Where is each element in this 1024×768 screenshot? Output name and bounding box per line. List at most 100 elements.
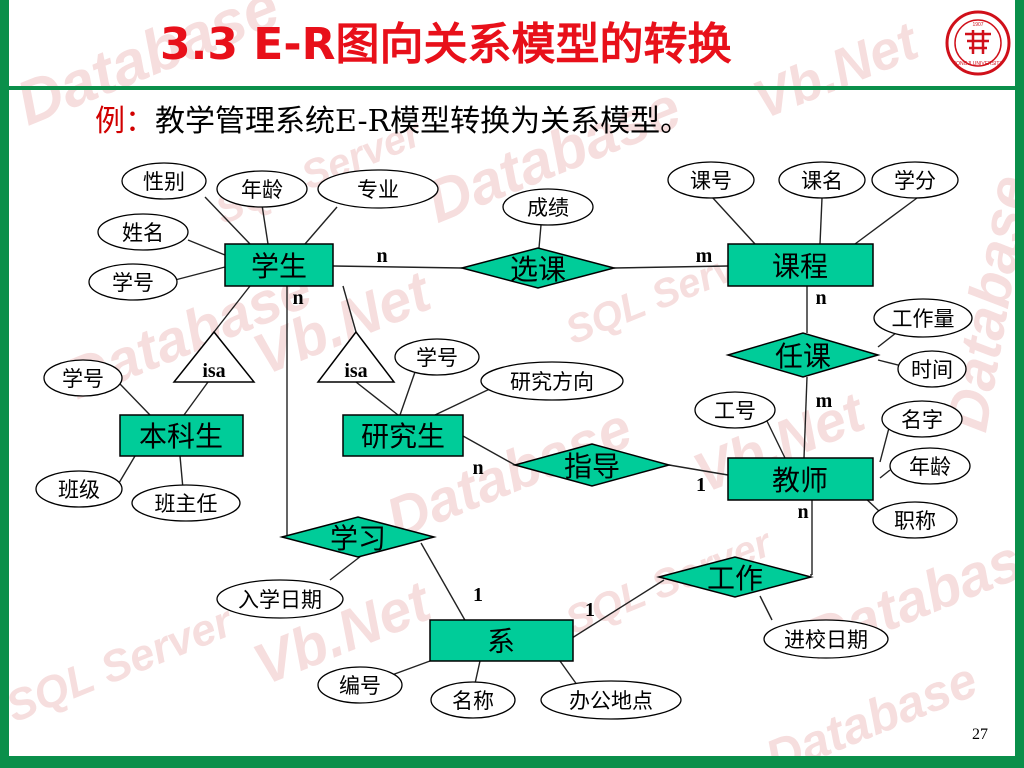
attribute-teacher-title: 职称: [872, 501, 958, 539]
attribute-course-name: 课名: [778, 161, 866, 199]
attribute-label: 姓名: [122, 221, 164, 245]
relationship-study: 学习: [279, 516, 437, 558]
attribute-label: 年龄: [241, 178, 283, 202]
entity-undergrad: 本科生: [119, 414, 244, 457]
cardinality-label: n: [815, 287, 826, 309]
attribute-label: 办公地点: [569, 689, 653, 713]
attribute-label: 工号: [714, 399, 756, 423]
cardinality-label: 1: [696, 474, 706, 496]
attribute-label: 进校日期: [784, 628, 868, 652]
university-seal-logo: TONGJI UNIVERSITY 1907: [945, 10, 1011, 76]
page-number: 27: [972, 726, 988, 743]
example-lead: 例：: [95, 104, 155, 139]
entity-label: 教师: [772, 464, 828, 497]
attribute-label: 成绩: [527, 196, 569, 220]
attribute-teacher-age: 年龄: [889, 447, 971, 485]
attribute-label: 入学日期: [238, 588, 322, 612]
attribute-office: 办公地点: [540, 680, 682, 720]
attribute-head-teacher: 班主任: [131, 484, 241, 522]
example-caption: 例：教学管理系统E-R模型转换为关系模型。: [95, 96, 690, 140]
relationship-teach-course: 任课: [725, 332, 881, 378]
relationship-label: 任课: [775, 340, 831, 373]
isa-label: isa: [202, 360, 225, 382]
attribute-label: 编号: [339, 674, 381, 698]
attribute-label: 班主任: [155, 492, 218, 516]
frame-left-bar: [0, 0, 9, 768]
entity-teacher: 教师: [727, 457, 874, 501]
attribute-label: 名称: [452, 689, 494, 713]
attribute-label: 课名: [801, 169, 843, 193]
cardinality-label: 1: [473, 584, 483, 606]
isa-triangle-undergrad: isa: [172, 330, 256, 383]
entity-postgrad: 研究生: [342, 414, 464, 457]
attribute-label: 名字: [901, 408, 943, 432]
seal-year: 1907: [972, 22, 983, 28]
cardinality-label: m: [696, 245, 713, 267]
entity-label: 课程: [772, 250, 828, 283]
attribute-grade: 成绩: [502, 188, 594, 226]
attribute-workload: 工作量: [873, 298, 973, 338]
attribute-label: 研究方向: [510, 370, 594, 394]
connector-lines: [115, 196, 918, 690]
attribute-label: 学分: [894, 169, 936, 193]
attribute-teacher-name: 名字: [881, 400, 963, 438]
cardinality-label: n: [797, 501, 808, 523]
attribute-label: 学号: [416, 346, 458, 370]
attribute-label: 时间: [911, 358, 953, 382]
relationship-advise: 指导: [512, 443, 672, 487]
attribute-teacher-id: 工号: [694, 391, 776, 429]
cardinality-label: n: [376, 245, 387, 267]
relationship-label: 指导: [564, 450, 620, 483]
attribute-dept-id: 编号: [317, 666, 403, 704]
cardinality-label: n: [472, 457, 483, 479]
isa-triangle-postgrad: isa: [316, 330, 396, 383]
page-title: 3.3 E-R图向关系模型的转换: [160, 19, 732, 70]
seal-ring-text: TONGJI UNIVERSITY: [953, 61, 1003, 67]
attribute-course-credit: 学分: [871, 161, 959, 199]
attribute-course-id: 课号: [667, 161, 755, 199]
isa-label: isa: [344, 360, 367, 382]
entity-label: 系: [487, 625, 515, 658]
entity-label: 研究生: [361, 420, 445, 453]
entity-label: 学生: [251, 250, 307, 283]
attribute-label: 学号: [62, 367, 104, 391]
cardinality-label: n: [292, 287, 303, 309]
frame-bottom-bar: [0, 756, 1024, 768]
relationship-work: 工作: [656, 556, 814, 598]
entity-dept: 系: [429, 619, 574, 662]
attribute-student-age: 年龄: [216, 170, 308, 208]
relationship-label: 工作: [707, 562, 763, 595]
attribute-label: 课号: [690, 169, 732, 193]
attribute-time: 时间: [897, 350, 967, 388]
attribute-postgrad-id: 学号: [394, 338, 480, 376]
cardinality-label: 1: [585, 599, 595, 621]
attribute-student-gender: 性别: [121, 162, 207, 200]
attribute-join-date: 进校日期: [763, 619, 889, 659]
attribute-label: 职称: [894, 509, 936, 533]
entity-student: 学生: [224, 243, 334, 287]
entity-course: 课程: [727, 243, 874, 287]
attribute-student-major: 专业: [317, 169, 439, 209]
attribute-research-direction: 研究方向: [480, 361, 624, 401]
relationship-label: 选课: [510, 253, 566, 286]
attribute-dept-name: 名称: [430, 681, 516, 719]
attribute-label: 专业: [357, 178, 399, 202]
attribute-label: 性别: [143, 170, 185, 194]
attribute-label: 年龄: [909, 455, 951, 479]
attribute-undergrad-id: 学号: [43, 359, 123, 397]
title-underline: [9, 86, 1015, 90]
relationship-label: 学习: [330, 522, 386, 555]
entity-label: 本科生: [139, 420, 223, 453]
attribute-label: 班级: [58, 478, 100, 502]
attribute-label: 工作量: [892, 307, 955, 331]
attribute-student-id: 学号: [88, 263, 178, 301]
attribute-enroll-date: 入学日期: [216, 579, 344, 619]
frame-right-bar: [1015, 0, 1024, 768]
attribute-class: 班级: [35, 470, 123, 508]
attribute-student-name: 姓名: [97, 213, 189, 251]
attribute-label: 学号: [112, 271, 154, 295]
example-text: 教学管理系统E-R模型转换为关系模型。: [155, 104, 691, 139]
relationship-select-course: 选课: [459, 247, 617, 289]
